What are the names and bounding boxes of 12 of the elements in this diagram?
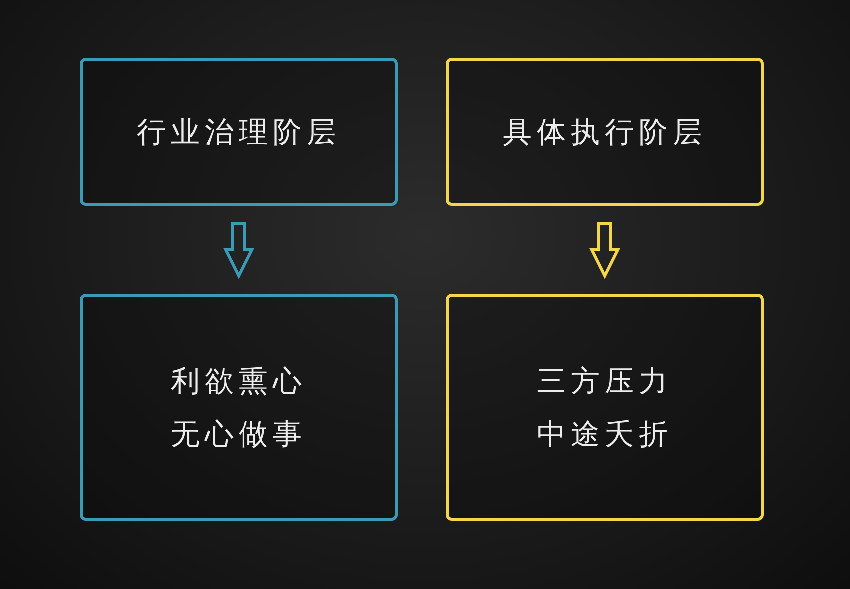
text-box [446, 58, 764, 206]
box-text: 三方压力 [537, 364, 673, 398]
box-text: 行业治理阶层 [137, 114, 341, 150]
box-text: 利欲熏心 [171, 364, 307, 398]
box-text: 中途夭折 [537, 416, 673, 452]
box-text: 具体执行阶层 [503, 114, 707, 150]
text-box [80, 58, 398, 206]
hollow-down-arrow [224, 222, 254, 280]
text-box [80, 294, 398, 521]
box-text: 无心做事 [171, 416, 307, 452]
text-box [446, 294, 764, 521]
hollow-down-arrow [590, 222, 620, 280]
